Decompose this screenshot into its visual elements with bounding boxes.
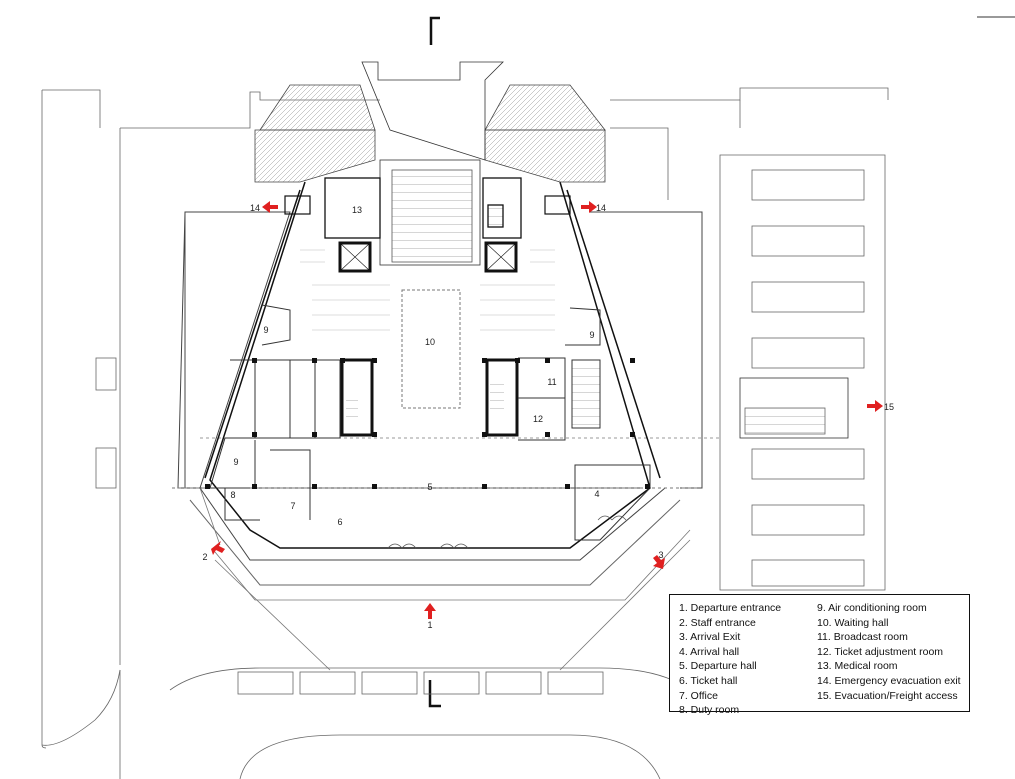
room-labels: 1 2 3 4 5 6 7 8 9 9 9 10 11 12 13 14 14 … — [202, 203, 894, 630]
label-1: 1 — [427, 620, 432, 630]
evacuation-arrows — [211, 201, 883, 619]
section-marker-bottom — [428, 680, 441, 708]
legend-item: 15. Evacuation/Freight access — [817, 689, 958, 702]
legend-item: 6. Ticket hall — [679, 674, 738, 687]
arrow-entrance-2 — [211, 541, 225, 555]
legend-item: 10. Waiting hall — [817, 616, 889, 629]
legend-item: 11. Broadcast room — [817, 631, 908, 644]
arrow-exit-14-right — [581, 201, 597, 213]
legend-item: 5. Departure hall — [679, 660, 757, 673]
label-6: 6 — [337, 517, 342, 527]
arrow-entrance-1 — [424, 603, 436, 619]
label-13: 13 — [352, 205, 362, 215]
parking-area — [610, 87, 889, 591]
columns — [205, 358, 650, 489]
plaza — [199, 487, 691, 671]
label-8: 8 — [230, 490, 235, 500]
legend-column-right: 9. Air conditioning room 10. Waiting hal… — [817, 601, 961, 703]
label-14-right: 14 — [596, 203, 606, 213]
legend-item: 13. Medical room — [817, 660, 898, 673]
service-rooms-left — [209, 304, 341, 521]
label-9-right: 9 — [589, 330, 594, 340]
arrow-exit-14-left — [262, 201, 278, 213]
legend-item: 7. Office — [679, 689, 718, 702]
seating — [300, 249, 555, 331]
label-9-upper-left: 9 — [263, 325, 268, 335]
label-7: 7 — [290, 501, 295, 511]
legend-item: 4. Arrival hall — [679, 645, 740, 658]
label-11: 11 — [547, 377, 556, 387]
legend: 1. Departure entrance 2. Staff entrance … — [669, 594, 970, 716]
label-14-left: 14 — [250, 203, 260, 213]
left-road — [41, 89, 380, 749]
center-cores — [340, 358, 519, 437]
legend-item: 8. Duty room — [679, 704, 740, 717]
waiting-hall — [401, 289, 461, 409]
legend-column-left: 1. Departure entrance 2. Staff entrance … — [679, 601, 781, 718]
label-4: 4 — [594, 489, 599, 499]
label-12: 12 — [533, 414, 543, 424]
label-3: 3 — [658, 550, 663, 560]
legend-item: 3. Arrival Exit — [679, 631, 741, 644]
bus-bays — [119, 667, 691, 779]
label-10: 10 — [425, 337, 435, 347]
top-cores — [324, 177, 522, 273]
section-marker-top — [429, 16, 440, 45]
legend-item: 14. Emergency evacuation exit — [817, 674, 961, 687]
label-2: 2 — [202, 552, 207, 562]
exit-corridors — [284, 195, 571, 215]
label-9-lower-left: 9 — [233, 457, 238, 467]
label-15: 15 — [884, 402, 894, 412]
legend-item: 12. Ticket adjustment room — [817, 645, 944, 658]
building-outline — [172, 211, 720, 586]
arrow-exit-3 — [653, 555, 665, 569]
front-doors — [387, 515, 627, 549]
label-5: 5 — [427, 482, 432, 492]
escalator — [571, 359, 601, 429]
top-wings — [254, 61, 606, 266]
legend-item: 9. Air conditioning room — [817, 602, 927, 614]
service-rooms-right — [518, 307, 651, 541]
arrow-exit-15 — [867, 400, 883, 412]
legend-item: 1. Departure entrance — [679, 602, 782, 614]
legend-item: 2. Staff entrance — [679, 616, 756, 629]
